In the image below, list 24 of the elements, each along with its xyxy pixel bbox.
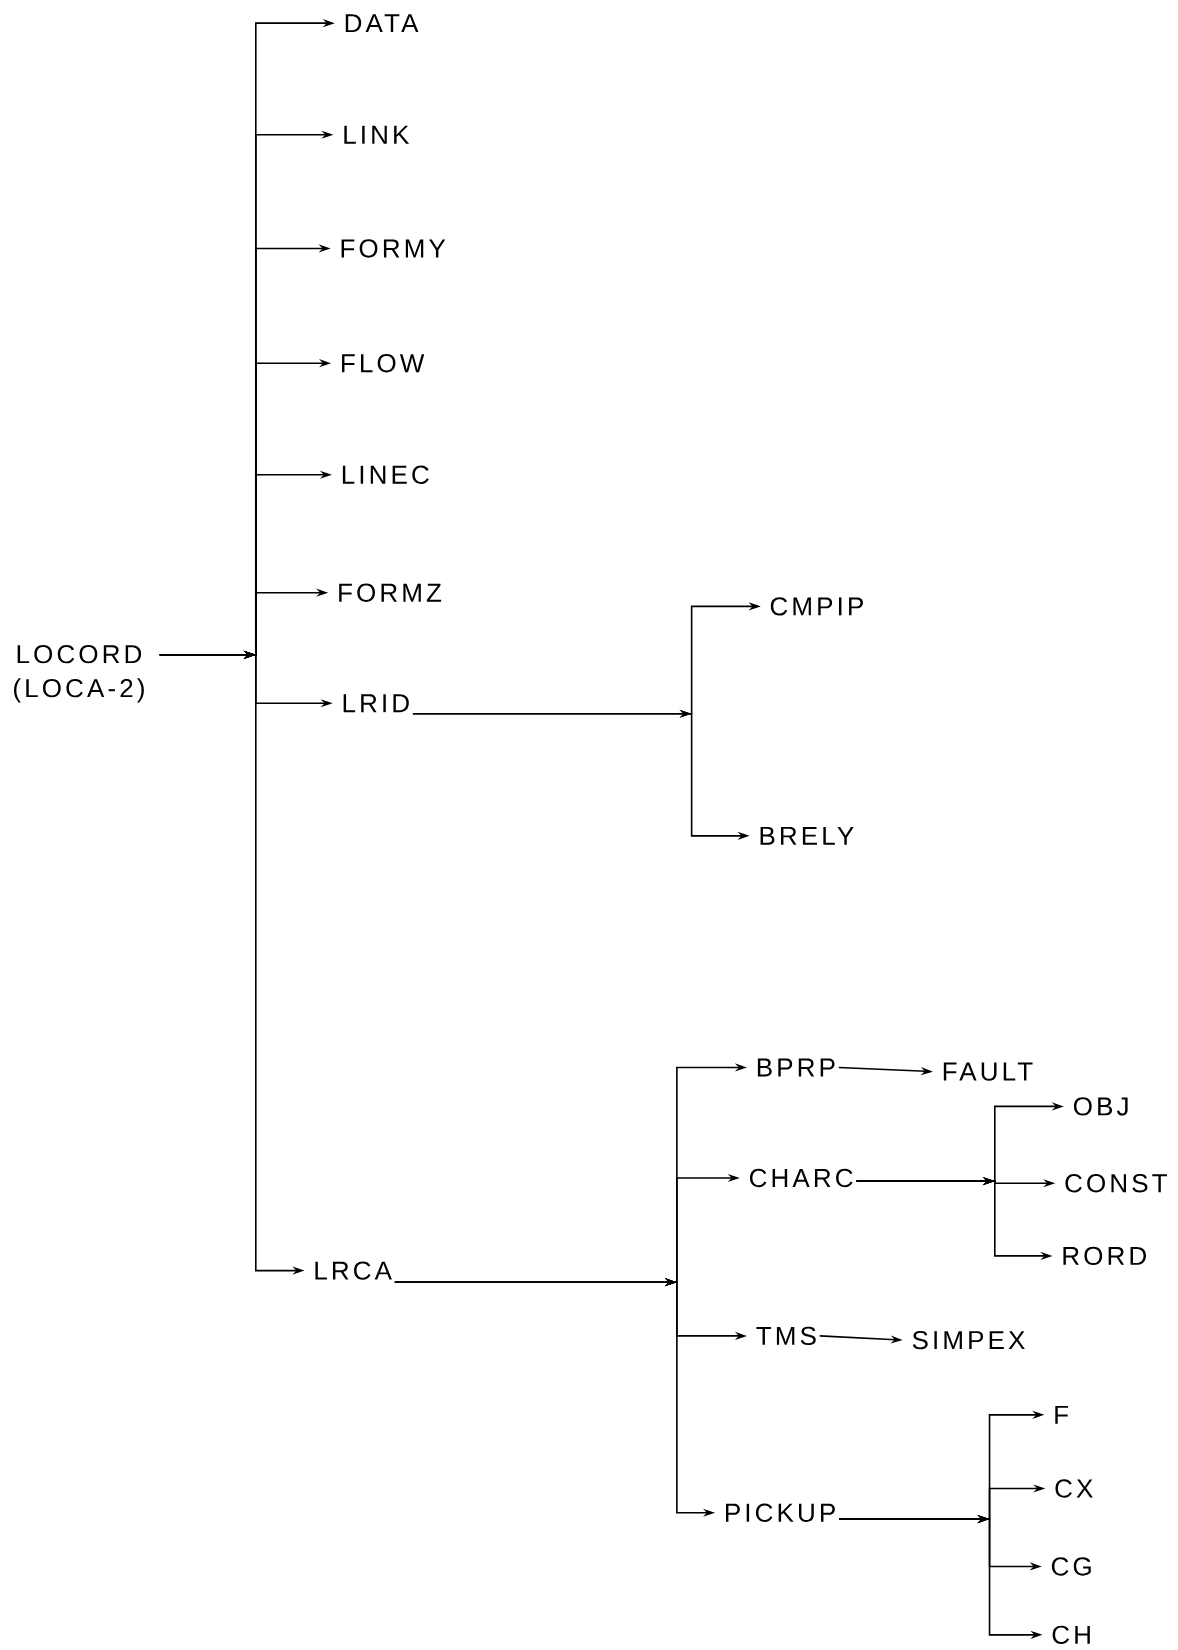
label-text: LRCA xyxy=(315,1261,392,1280)
label-text: FLOW xyxy=(342,354,425,373)
label-text: FORMY xyxy=(341,239,446,258)
label-text: BRELY xyxy=(760,826,854,845)
label-text: FAULT xyxy=(943,1062,1033,1081)
label-text: FORMZ xyxy=(339,583,442,602)
label-text: CH xyxy=(1052,1625,1090,1645)
label-text: LRID xyxy=(343,694,409,713)
label-text: RORD xyxy=(1063,1246,1146,1266)
label-text: LOCORD (LOCA-2) xyxy=(14,644,144,703)
label-text: LINEC xyxy=(342,465,429,484)
label-text: CX xyxy=(1055,1479,1093,1498)
label-text: OBJ xyxy=(1073,1097,1128,1116)
label-text: F xyxy=(1055,1405,1068,1424)
label-text: PICKUP xyxy=(726,1503,835,1522)
label-text: DATA xyxy=(345,14,419,33)
label-text: CONST xyxy=(1065,1174,1167,1193)
label-text: TMS xyxy=(756,1326,816,1346)
label-text: LINK xyxy=(344,125,410,144)
label-text: CHARC xyxy=(749,1168,853,1188)
label-text: CMPIP xyxy=(770,597,863,616)
label-text: SIMPEX xyxy=(912,1330,1025,1350)
label-text: BPRP xyxy=(757,1058,835,1077)
label-text: CG xyxy=(1051,1557,1091,1576)
